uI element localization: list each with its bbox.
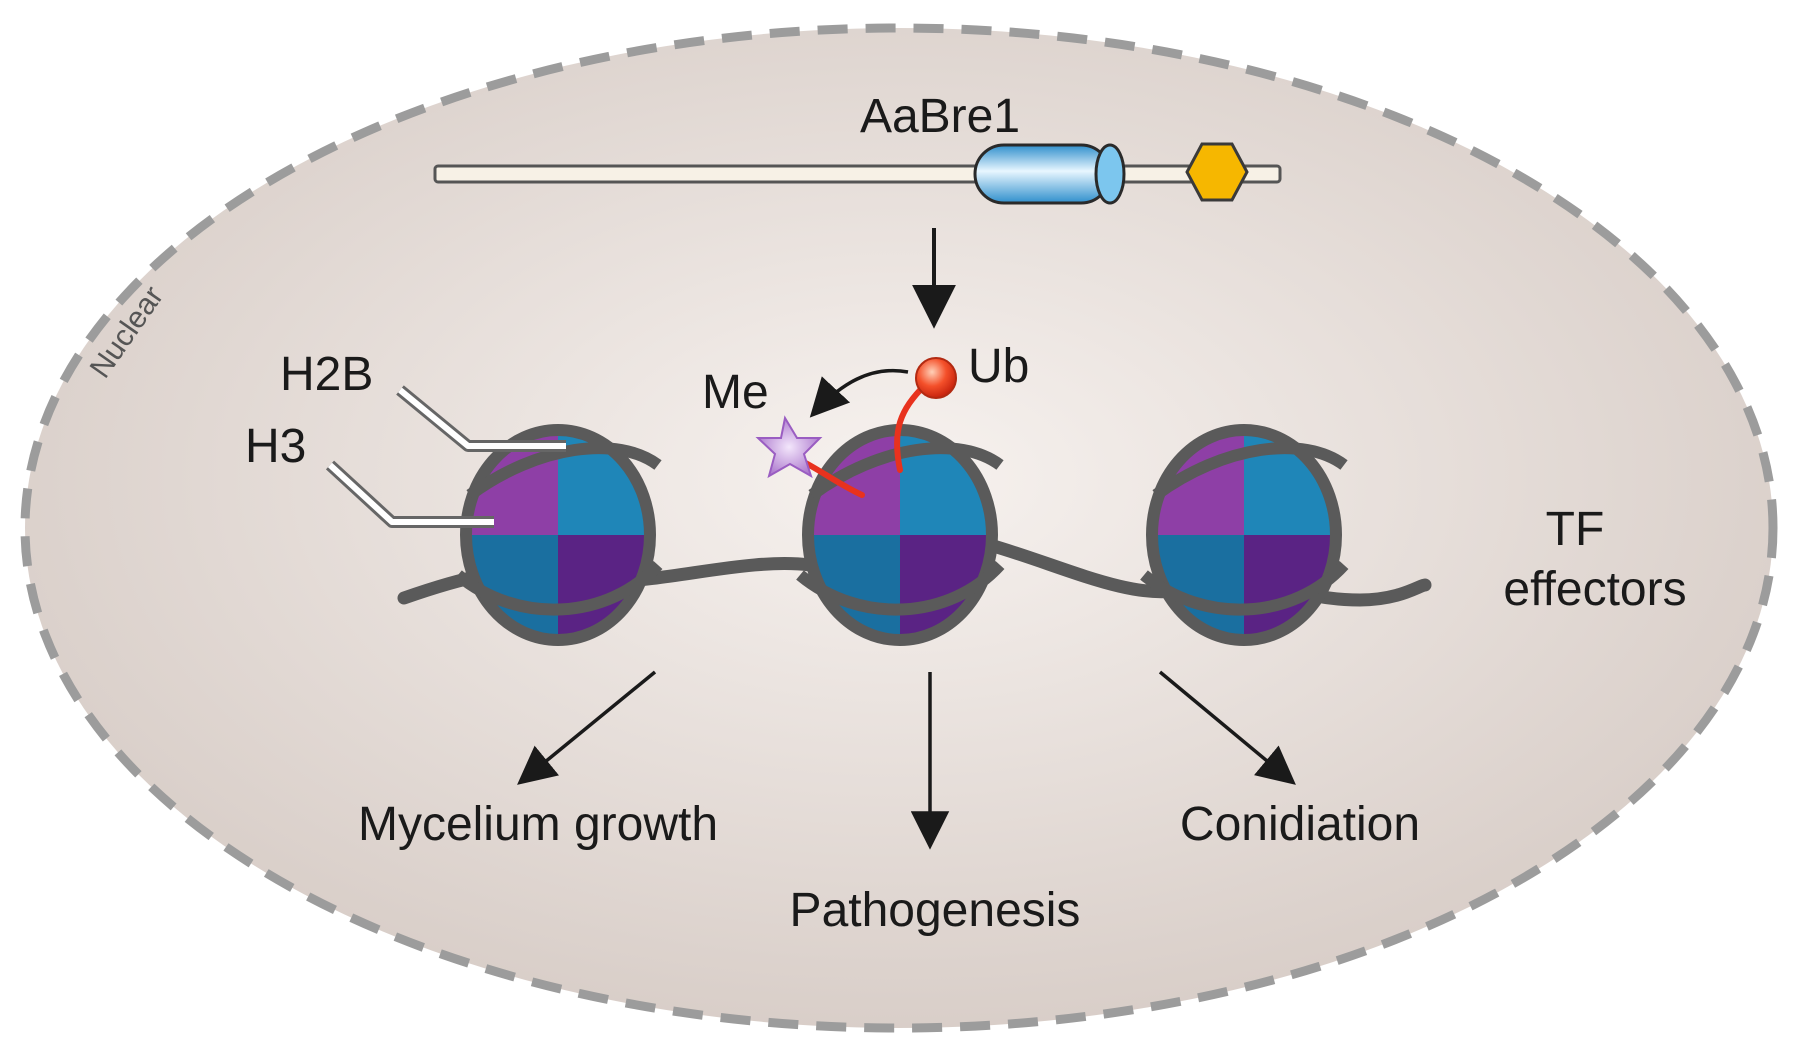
methyl-label: Me (702, 366, 769, 419)
h3-tail-line-inner (327, 462, 494, 525)
arrow-to-conidiation (1158, 670, 1296, 785)
tf-effectors-line2: effectors (1503, 563, 1686, 616)
nucleosome-1 (454, 424, 663, 646)
h2b-label: H2B (280, 348, 373, 401)
tf-effectors-line1: TF (1546, 503, 1605, 556)
h2b-tail-line-inner (398, 387, 566, 449)
methyl-star (755, 415, 823, 479)
outcome-conidiation: Conidiation (1180, 798, 1420, 851)
ubiquitin-ball (915, 357, 957, 399)
outcome-mycelium-growth: Mycelium growth (358, 798, 718, 851)
aabre1-protein (433, 142, 1282, 205)
h3-label: H3 (245, 420, 306, 473)
ubiquitin-label: Ub (968, 340, 1029, 393)
coiled-coil-domain (973, 143, 1126, 205)
crosstalk-arrow (809, 368, 909, 418)
nucleosome-3 (1140, 424, 1349, 646)
arrow-to-mycelium (517, 670, 657, 785)
protein-name: AaBre1 (860, 90, 1020, 143)
protein-backbone (433, 164, 1282, 184)
ring-domain-hexagon (1185, 142, 1249, 202)
outcome-pathogenesis: Pathogenesis (790, 884, 1081, 937)
